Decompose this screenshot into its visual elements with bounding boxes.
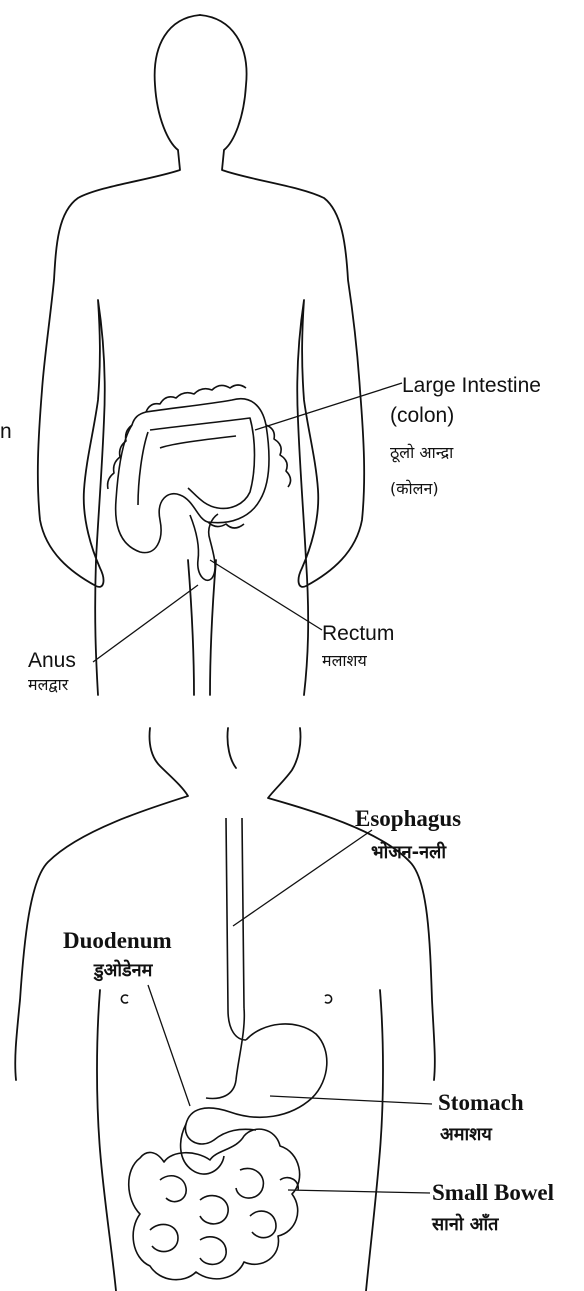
large-intestine-label: Large Intestine <box>402 374 541 397</box>
colon-illustration <box>116 399 269 553</box>
duodenum-nepali-label: डुओडेनम <box>93 959 154 982</box>
bottom-body-outline <box>15 728 435 1080</box>
large-intestine-nepali-paren-label: (कोलन) <box>390 479 439 498</box>
small-bowel-leader <box>288 1190 430 1193</box>
stomach-label: Stomach <box>438 1090 524 1115</box>
stomach-leader <box>270 1096 432 1104</box>
stray-glyph: n <box>0 420 12 443</box>
nipple-left-icon <box>121 995 128 1003</box>
top-body-outline-right <box>200 15 364 695</box>
stomach-nepali-label: अमाशय <box>440 1124 493 1145</box>
bottom-figure: Esophagus भोजन-नली Duodenum डुओडेनम Stom… <box>15 728 554 1291</box>
small-bowel-coils <box>150 1168 298 1264</box>
rectum-leader <box>210 560 322 630</box>
top-body-outline <box>38 15 200 695</box>
duodenum-illustration <box>181 1124 224 1174</box>
esophagus-label: Esophagus <box>355 806 461 831</box>
rectum-label: Rectum <box>322 622 394 645</box>
anus-nepali-label: मलद्वार <box>28 675 69 694</box>
esophagus-leader <box>233 830 372 926</box>
stomach-illustration <box>185 1008 326 1144</box>
top-legs-inner <box>188 560 216 695</box>
small-bowel-illustration <box>129 1129 300 1280</box>
anus-leader <box>93 585 198 662</box>
duodenum-label: Duodenum <box>63 928 172 953</box>
colon-inner-contour <box>138 418 255 508</box>
large-intestine-nepali-label: ठूलो आन्द्रा <box>390 443 454 463</box>
esophagus-nepali-label: भोजन-नली <box>371 841 447 863</box>
nipple-right-icon <box>325 995 332 1003</box>
large-intestine-paren-label: (colon) <box>390 404 454 427</box>
colon-haustra <box>108 385 291 528</box>
rectum-nepali-label: मलाशय <box>322 651 367 670</box>
duodenum-leader <box>148 985 190 1106</box>
anus-label: Anus <box>28 649 76 672</box>
top-figure: Large Intestine (colon) ठूलो आन्द्रा (को… <box>0 15 541 695</box>
small-bowel-label: Small Bowel <box>432 1180 554 1205</box>
small-bowel-nepali-label: सानो आँत <box>431 1213 499 1235</box>
rectum-illustration <box>190 514 218 580</box>
large-intestine-leader <box>255 383 402 430</box>
esophagus-illustration <box>226 818 246 1040</box>
